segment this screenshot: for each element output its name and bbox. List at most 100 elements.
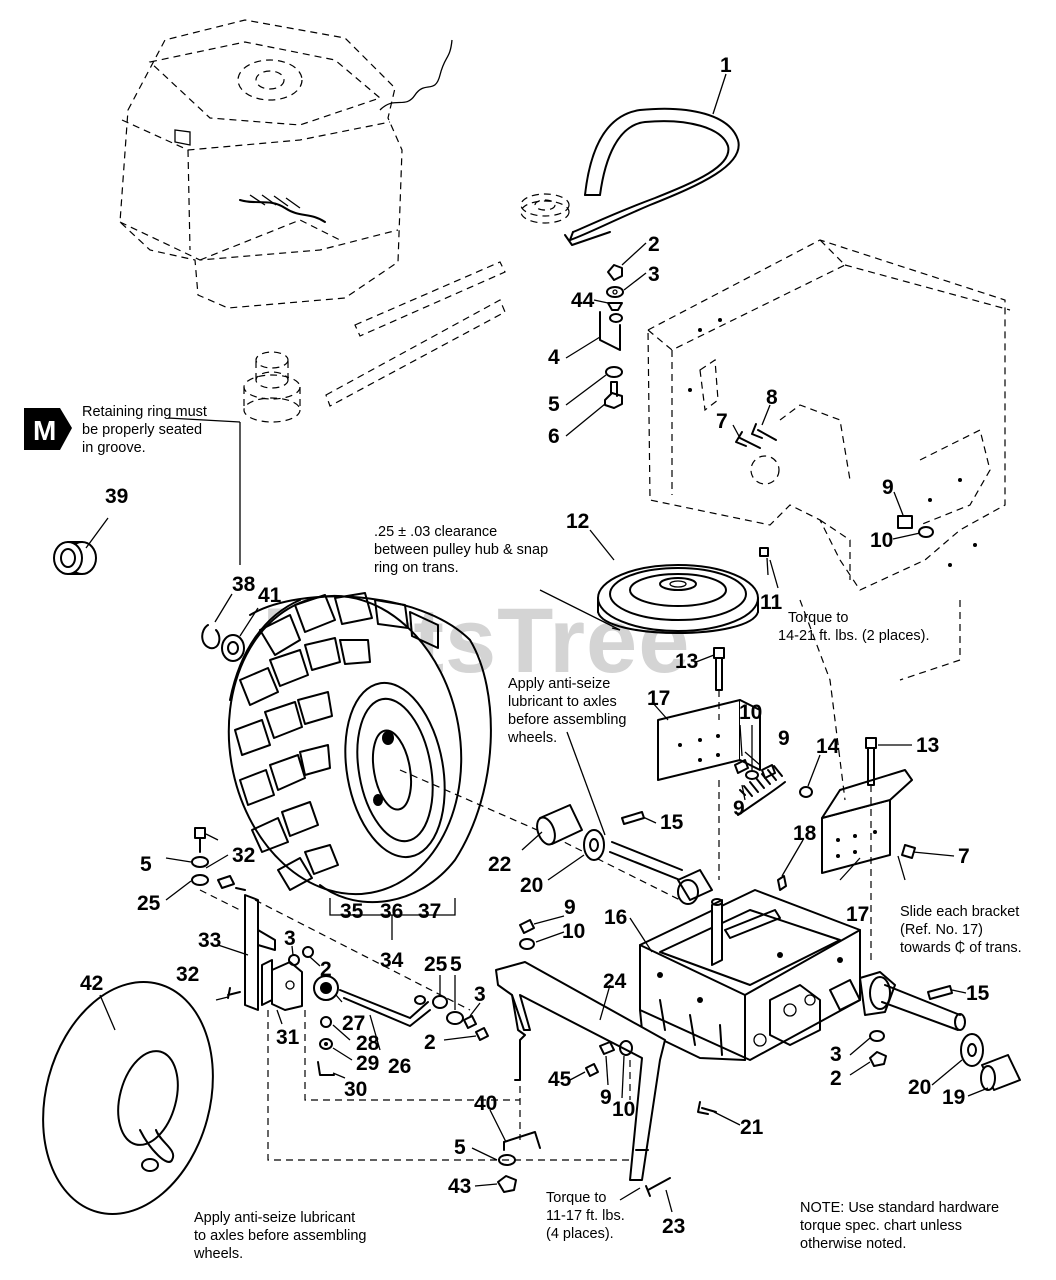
- callout: 42: [80, 972, 103, 995]
- callout: 31: [276, 1026, 300, 1049]
- callout: 17: [647, 687, 670, 710]
- callout: 16: [604, 906, 627, 929]
- note-antiseize: lubricant to axles: [508, 694, 617, 710]
- spring-nuts: [734, 759, 813, 816]
- note-hardware: NOTE: Use standard hardware: [800, 1200, 999, 1216]
- callout: 22: [488, 853, 511, 876]
- callout: 7: [716, 410, 728, 433]
- callout: 11: [760, 591, 783, 614]
- m-badge: M: [24, 408, 72, 450]
- callout: 13: [916, 734, 939, 757]
- transmission: [639, 869, 1021, 1115]
- axle-spacers: [536, 804, 683, 881]
- note-torque: Torque to: [788, 610, 848, 626]
- callout: 20: [520, 874, 543, 897]
- note-retaining: be properly seated: [82, 422, 202, 438]
- note-retaining: in groove.: [82, 440, 146, 456]
- callout: 12: [566, 510, 589, 533]
- leader-lines: [85, 73, 989, 1213]
- lower-bracket: [495, 919, 671, 1197]
- note-clearance: between pulley hub & snap: [374, 542, 548, 558]
- note-hardware: otherwise noted.: [800, 1236, 906, 1252]
- callout: 2: [320, 958, 332, 981]
- callout: 5: [450, 953, 462, 976]
- callout: 20: [908, 1076, 931, 1099]
- callout: 32: [232, 844, 255, 867]
- callout: 9: [564, 896, 576, 919]
- callout: 9: [733, 797, 745, 820]
- callout: 3: [474, 983, 486, 1006]
- callout: 6: [548, 425, 560, 448]
- callout: 3: [648, 263, 660, 286]
- engine-pulley: [243, 351, 301, 423]
- note-slide-bracket: Slide each bracket: [900, 904, 1019, 920]
- callout: 38: [232, 573, 256, 596]
- callout-bracket: [329, 898, 456, 940]
- callout: 9: [778, 727, 790, 750]
- set-screw: [759, 547, 769, 557]
- bracket-guide: [799, 599, 961, 801]
- note-slide-bracket: (Ref. No. 17): [900, 922, 983, 938]
- sleeve-39: [53, 541, 97, 575]
- callout: 32: [176, 963, 199, 986]
- note-antiseize: to axles before assembling: [194, 1228, 367, 1244]
- callout: 5: [454, 1136, 466, 1159]
- callout: 15: [966, 982, 990, 1005]
- note-torque: 14-21 ft. lbs. (2 places).: [778, 628, 930, 644]
- note-torque: Torque to: [546, 1190, 606, 1206]
- callout: 5: [140, 853, 152, 876]
- svg-text:M: M: [33, 415, 56, 446]
- note-antiseize: before assembling: [508, 712, 627, 728]
- engine-outline: [119, 19, 453, 309]
- note-antiseize: Apply anti-seize lubricant: [194, 1210, 355, 1226]
- callout: 2: [830, 1067, 842, 1090]
- frame-rails: [325, 261, 506, 407]
- callout: 10: [562, 920, 585, 943]
- callout: 30: [344, 1078, 367, 1101]
- callout: 2: [648, 233, 660, 256]
- shift-linkage: [191, 827, 640, 1161]
- callout: 23: [662, 1215, 685, 1238]
- callout: 9: [600, 1086, 612, 1109]
- callout: 5: [548, 393, 560, 416]
- callout: 39: [105, 485, 128, 508]
- callout: 14: [816, 735, 840, 758]
- bolt-13-right: [865, 737, 877, 960]
- callout: 10: [870, 529, 893, 552]
- callout: 36: [380, 900, 403, 923]
- hardware-stack: [599, 264, 624, 409]
- callout: 2: [424, 1031, 436, 1054]
- callout: 29: [356, 1052, 379, 1075]
- trans-pulley: [597, 564, 759, 634]
- chassis-housing: [647, 239, 1011, 591]
- callout: 9: [882, 476, 894, 499]
- callout: 28: [356, 1032, 380, 1055]
- callout: 27: [342, 1012, 365, 1035]
- note-antiseize: wheels.: [507, 730, 557, 746]
- callout: 25: [137, 892, 161, 915]
- callout: 34: [380, 949, 404, 972]
- idler-pulley: [520, 193, 570, 224]
- note-slide-bracket: towards ₵ of trans.: [900, 940, 1022, 956]
- note-torque: 11-17 ft. lbs.: [546, 1208, 625, 1224]
- drive-belt: [564, 107, 740, 246]
- callout: 3: [830, 1043, 842, 1066]
- callout: 19: [942, 1086, 965, 1109]
- note-clearance: ring on trans.: [374, 560, 459, 576]
- bracket-bolts: [735, 423, 934, 538]
- callout: 1: [720, 54, 732, 77]
- notes: Retaining ring must be properly seated i…: [82, 404, 1022, 1262]
- callout: 13: [675, 650, 698, 673]
- callout: 35: [340, 900, 364, 923]
- callout: 10: [739, 701, 762, 724]
- note-antiseize: wheels.: [193, 1246, 243, 1262]
- inner-tube: [42, 981, 214, 1215]
- callout: 8: [766, 386, 778, 409]
- note-retaining: Retaining ring must: [82, 404, 207, 420]
- note-hardware: torque spec. chart unless: [800, 1218, 962, 1234]
- note-torque: (4 places).: [546, 1226, 614, 1242]
- callout: 43: [448, 1175, 471, 1198]
- callout: 4: [548, 346, 560, 369]
- callout: 7: [958, 845, 970, 868]
